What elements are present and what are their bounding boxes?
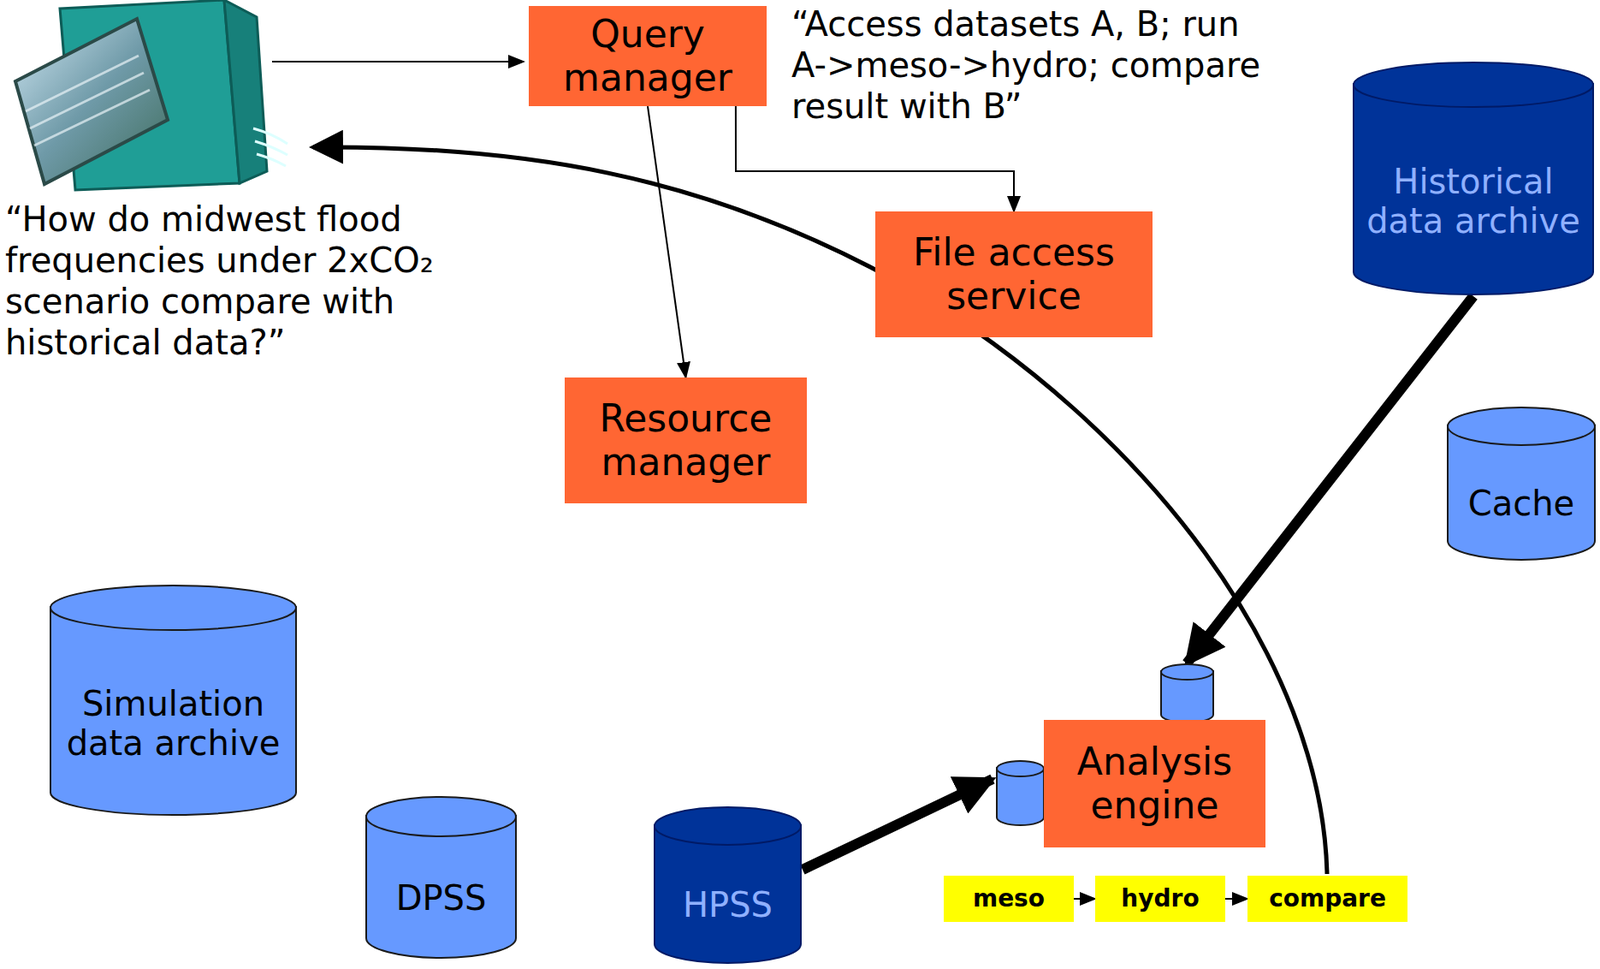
quote-label: “How do midwest flood frequencies under … [5, 198, 502, 363]
cylinder-shape [1159, 663, 1215, 724]
node-text: Resource manager [573, 397, 799, 484]
data-flow-arrow [802, 778, 993, 870]
archive-cylinder: Historical data archive [1351, 61, 1595, 297]
service-box: Query manager [528, 5, 767, 107]
node-text: compare [1268, 884, 1387, 913]
node-text: File access service [883, 231, 1144, 318]
cylinder-shape [995, 759, 1046, 827]
control-arrow [647, 106, 687, 378]
cylinder-top [1447, 407, 1595, 445]
pipeline-step: hydro [1095, 875, 1226, 922]
service-box: File access service [875, 211, 1153, 338]
cylinder-body [654, 824, 801, 963]
archive-cylinder: HPSS [652, 805, 803, 965]
cylinder-top [1161, 663, 1214, 680]
quote-label: “Access datasets A, B; run A->meso->hydr… [791, 3, 1271, 127]
node-text: hydro [1120, 884, 1199, 913]
cylinder-body [1353, 83, 1594, 295]
data-flow-arrow [1186, 296, 1474, 664]
analysis-engine: Analysis engine [992, 663, 1269, 850]
storage-cylinder: Cache [1445, 406, 1597, 562]
node-text: meso [972, 884, 1045, 913]
node-text: Analysis engine [1052, 740, 1257, 827]
node-text: DPSS [396, 877, 487, 918]
cylinder-top [654, 806, 801, 845]
cylinder-body [50, 606, 297, 815]
cylinder-top [366, 796, 516, 836]
cylinder-top [996, 760, 1044, 777]
request-arrow [272, 60, 524, 63]
pipeline-step: meso [943, 875, 1074, 922]
node-text: Simulation data archive [55, 683, 291, 763]
control-arrow [1225, 897, 1248, 900]
node-text: Historical data archive [1358, 161, 1589, 241]
cylinder-top [50, 585, 297, 630]
storage-cylinder: Simulation data archive [48, 584, 298, 817]
control-arrow [1073, 897, 1096, 900]
service-box: Resource manager [564, 377, 807, 504]
node-text: Query manager [537, 12, 759, 100]
engine-box: Analysis engine [1043, 719, 1266, 848]
node-text: Cache [1468, 483, 1575, 523]
result-curve [313, 147, 1328, 874]
computer-icon [15, 0, 288, 190]
node-text: HPSS [682, 884, 773, 925]
pipeline-step: compare [1247, 875, 1408, 922]
storage-cylinder: DPSS [364, 795, 518, 960]
cylinder-top [1353, 62, 1594, 107]
